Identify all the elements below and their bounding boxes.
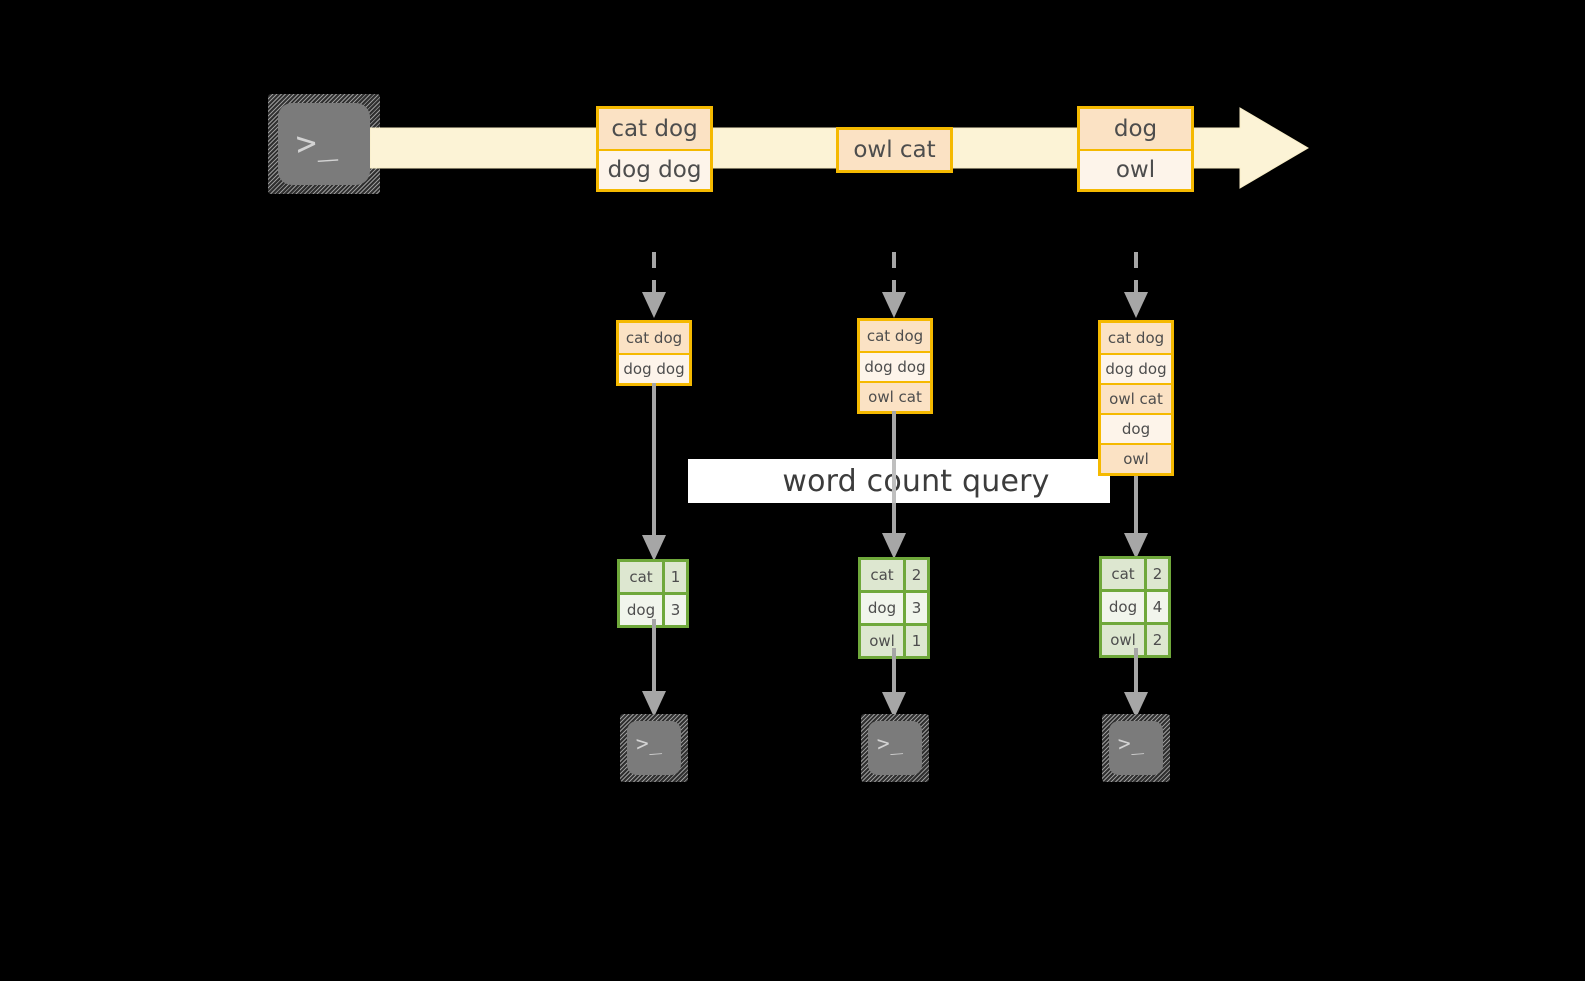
record-line: owl cat [860,381,930,411]
table-row: cat 2 [1102,559,1168,589]
table-row: dog 4 [1102,589,1168,622]
snapshot-input-2: cat dog dog dog owl cat [857,318,933,414]
record-line: owl cat [1101,383,1171,413]
result-count: 2 [1144,559,1168,589]
stream-record-1: cat dog dog dog [596,106,713,192]
result-count: 1 [903,626,927,656]
result-word: owl [861,626,903,656]
table-row: owl 1 [861,623,927,656]
table-row: dog 3 [620,592,686,625]
snapshot-tap-arrow-3 [1119,252,1153,320]
query-arrow-3 [1119,473,1153,561]
icon-body [868,721,922,775]
icon-body [627,721,681,775]
terminal-prompt-glyph: >_ [1117,730,1145,756]
result-table-3: cat 2 dog 4 owl 2 [1099,556,1171,658]
result-word: dog [620,595,662,625]
result-word: owl [1102,625,1144,655]
result-count: 4 [1144,592,1168,622]
table-row: owl 2 [1102,622,1168,655]
snapshot-input-3-overlay: cat dog dog dog owl cat dog owl [1098,320,1174,476]
result-word: cat [1102,559,1144,589]
result-word: cat [861,560,903,590]
snapshot-tap-arrow-1 [637,252,671,320]
result-count: 3 [662,595,686,625]
record-line: dog [1080,109,1191,149]
result-count: 2 [1144,625,1168,655]
result-count: 1 [662,562,686,592]
sink-terminal-icon-3: >_ [1102,714,1170,782]
query-arrow-1 [637,383,671,563]
icon-body [1109,721,1163,775]
result-word: cat [620,562,662,592]
record-line: dog [1101,413,1171,443]
record-line: dog dog [599,149,710,189]
snapshot-input-1: cat dog dog dog [616,320,692,386]
record-line: dog dog [860,351,930,381]
source-terminal-icon: >_ [268,94,380,194]
record-line: cat dog [619,323,689,353]
query-label-band: word count query [688,459,1110,503]
table-row: dog 3 [861,590,927,623]
record-line: cat dog [599,109,710,149]
result-word: dog [1102,592,1144,622]
table-row: cat 1 [620,562,686,592]
result-count: 3 [903,593,927,623]
record-line: dog dog [1101,353,1171,383]
record-line: cat dog [1101,323,1171,353]
terminal-prompt-glyph: >_ [876,730,904,756]
record-line: owl [1101,443,1171,473]
record-line: owl cat [839,130,950,170]
table-row: cat 2 [861,560,927,590]
record-line: cat dog [860,321,930,351]
record-line: owl [1080,149,1191,189]
result-count: 2 [903,560,927,590]
result-table-1: cat 1 dog 3 [617,559,689,628]
snapshot-tap-arrow-2 [877,252,911,320]
record-line: dog dog [619,353,689,383]
terminal-prompt-glyph: >_ [294,121,339,165]
sink-arrow-3 [1119,648,1153,720]
sink-arrow-1 [637,619,671,719]
query-label-text: word count query [782,463,1050,499]
sink-terminal-icon-1: >_ [620,714,688,782]
stream-record-3: dog owl [1077,106,1194,192]
icon-body [278,103,370,185]
stream-record-2: owl cat [836,127,953,173]
result-word: dog [861,593,903,623]
sink-terminal-icon-2: >_ [861,714,929,782]
terminal-prompt-glyph: >_ [635,730,663,756]
result-table-2: cat 2 dog 3 owl 1 [858,557,930,659]
